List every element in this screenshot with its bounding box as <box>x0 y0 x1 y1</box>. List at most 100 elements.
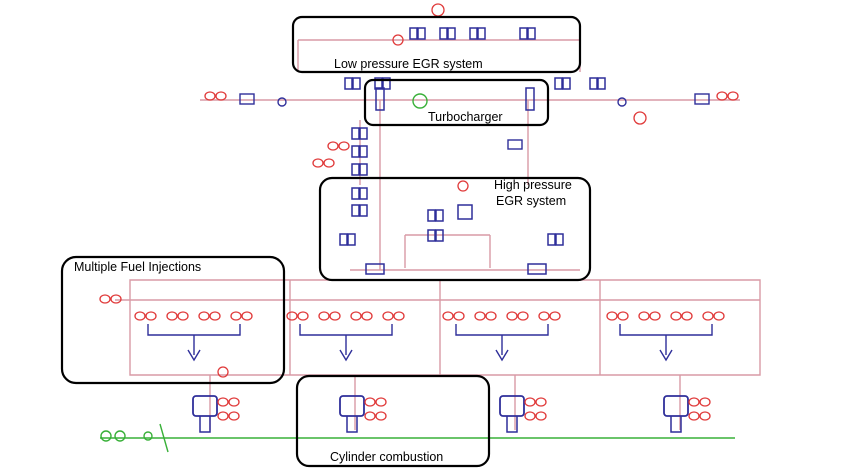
multiple-fuel-injections-label: Multiple Fuel Injections <box>74 260 201 274</box>
injector-symbol <box>230 311 242 321</box>
injector-symbol <box>699 411 711 421</box>
injector-symbol <box>716 91 728 101</box>
valve-symbol <box>439 27 448 40</box>
injector-symbol <box>382 311 394 321</box>
injector-symbol <box>517 311 529 321</box>
injector-symbol <box>364 411 376 421</box>
valve-symbol <box>351 163 360 176</box>
injector-symbol <box>318 311 330 321</box>
injector-symbol <box>535 397 547 407</box>
injector-symbol <box>670 311 682 321</box>
sensor-symbol <box>217 366 229 378</box>
junction-symbol <box>277 97 287 107</box>
injector-symbol <box>329 311 341 321</box>
injector-symbol <box>204 91 216 101</box>
injector-symbol <box>375 397 387 407</box>
sensor-symbol <box>457 180 469 192</box>
injector-symbol <box>727 91 739 101</box>
valve-symbol <box>359 145 368 158</box>
injector-symbol <box>638 311 650 321</box>
cylinder-symbol <box>339 395 365 417</box>
valve-symbol <box>352 77 361 90</box>
manifold-symbol <box>527 263 547 275</box>
crankshaft-line <box>100 93 735 453</box>
valve-symbol <box>555 233 564 246</box>
injector-symbol <box>338 141 350 151</box>
manifold-symbol <box>365 263 385 275</box>
low-pressure-egr-label: Low pressure EGR system <box>334 57 483 71</box>
valve-symbol <box>351 145 360 158</box>
injector-symbol <box>177 311 189 321</box>
injector-symbol <box>453 311 465 321</box>
cylinder-combustion-label: Cylinder combustion <box>330 450 443 464</box>
injector-symbol <box>606 311 618 321</box>
low-pressure-egr-region: Low pressure EGR system <box>291 15 582 74</box>
valve-symbol <box>447 27 456 40</box>
valve-symbol <box>435 229 444 242</box>
valve-symbol <box>562 77 571 90</box>
injector-symbol <box>688 397 700 407</box>
valve-symbol <box>359 187 368 200</box>
injector-symbol <box>110 294 122 304</box>
valve-symbol <box>374 77 383 90</box>
sensor-symbol <box>431 3 445 17</box>
injector-symbol <box>702 311 714 321</box>
injector-symbol <box>217 397 229 407</box>
cylinder-symbol <box>499 395 525 417</box>
valve-symbol <box>554 77 563 90</box>
turbocharger-label: Turbocharger <box>428 110 503 124</box>
injector-symbol <box>375 411 387 421</box>
piston-symbol <box>346 416 358 433</box>
injector-symbol <box>198 311 210 321</box>
injector-symbol <box>681 311 693 321</box>
injector-symbol <box>442 311 454 321</box>
injector-symbol <box>241 311 253 321</box>
injector-symbol <box>228 411 240 421</box>
injector-symbol <box>297 311 309 321</box>
injector-symbol <box>312 158 324 168</box>
injector-symbol <box>549 311 561 321</box>
cylinder-symbol <box>663 395 689 417</box>
multiple-fuel-injections-region: Multiple Fuel Injections <box>60 255 286 385</box>
injector-symbol <box>286 311 298 321</box>
injector-symbol <box>228 397 240 407</box>
valve-symbol <box>417 27 426 40</box>
injector-symbol <box>535 411 547 421</box>
injection-tree <box>455 324 549 355</box>
compressor-symbol <box>375 87 385 111</box>
valve-symbol <box>427 229 436 242</box>
valve-symbol <box>547 233 556 246</box>
injector-symbol <box>364 397 376 407</box>
filter-symbol <box>239 93 255 105</box>
injector-symbol <box>699 397 711 407</box>
injector-symbol <box>485 311 497 321</box>
cylinder-combustion-region: Cylinder combustion <box>295 374 491 468</box>
injection-tree <box>619 324 713 355</box>
valve-symbol <box>409 27 418 40</box>
injector-symbol <box>99 294 111 304</box>
turbocharger-region: Turbocharger <box>363 78 550 127</box>
injector-symbol <box>474 311 486 321</box>
injector-symbol <box>217 411 229 421</box>
valve-symbol <box>435 209 444 222</box>
injector-symbol <box>215 91 227 101</box>
valve-symbol <box>382 77 391 90</box>
injector-symbol <box>361 311 373 321</box>
valve-symbol <box>351 187 360 200</box>
injector-symbol <box>524 397 536 407</box>
valve-symbol <box>347 233 356 246</box>
component-layer <box>99 3 739 433</box>
injector-symbol <box>350 311 362 321</box>
injector-symbol <box>506 311 518 321</box>
injector-symbol <box>617 311 629 321</box>
sensor-symbol <box>633 111 647 125</box>
valve-symbol <box>339 233 348 246</box>
valve-symbol <box>597 77 606 90</box>
injector-symbol <box>134 311 146 321</box>
piston-symbol <box>506 416 518 433</box>
sensor-symbol <box>392 34 404 46</box>
injector-symbol <box>538 311 550 321</box>
piston-symbol <box>199 416 211 433</box>
valve-symbol <box>351 204 360 217</box>
